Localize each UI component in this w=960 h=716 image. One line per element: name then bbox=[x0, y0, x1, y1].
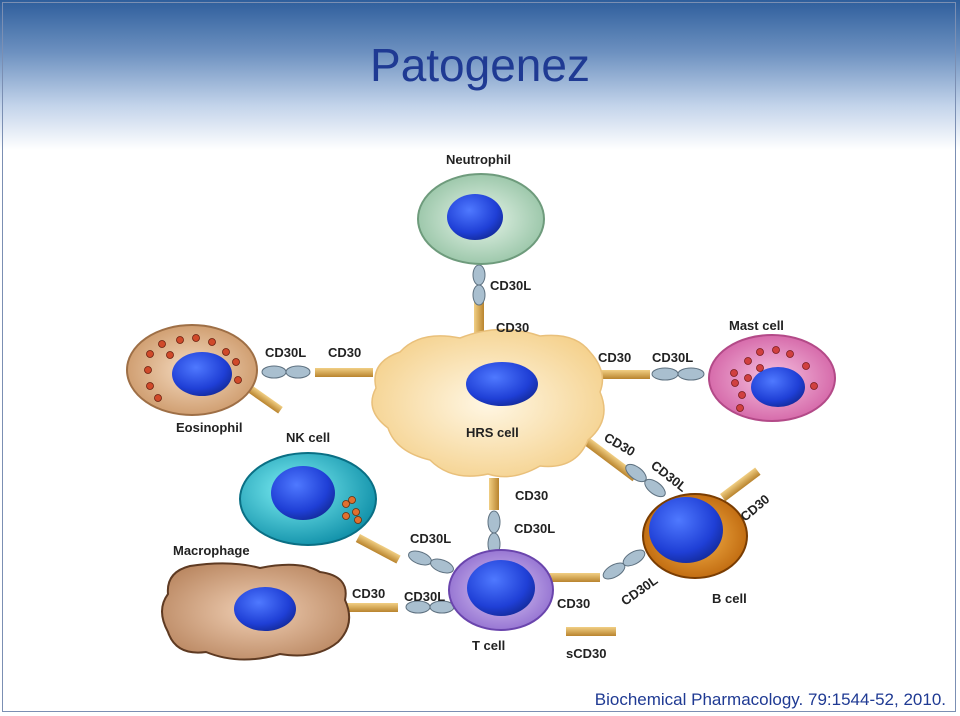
connector-macrophage-tcell bbox=[340, 600, 455, 614]
eosinophil-cell bbox=[126, 324, 258, 416]
label-scd30: sCD30 bbox=[566, 646, 606, 661]
eosinophil-nucleus bbox=[172, 352, 232, 396]
label-cd30-macrophage: CD30 bbox=[352, 586, 385, 601]
connector-tcell-bcell bbox=[548, 549, 646, 582]
b-cell bbox=[642, 493, 748, 579]
bcell-cd30-receptor bbox=[719, 467, 761, 502]
label-macrophage: Macrophage bbox=[173, 543, 250, 558]
mast-cell bbox=[708, 334, 836, 422]
label-t-cell: T cell bbox=[472, 638, 505, 653]
connector-hrs-tcell bbox=[487, 478, 501, 556]
t-cell bbox=[448, 549, 554, 631]
connector-eosinophil-hrs bbox=[245, 365, 373, 414]
scd30-fragment bbox=[566, 627, 616, 636]
label-cd30l-neutrophil: CD30L bbox=[490, 278, 531, 293]
mast-nucleus bbox=[751, 367, 805, 407]
label-cd30l-tcell-left: CD30L bbox=[410, 531, 451, 546]
neutrophil-nucleus bbox=[447, 194, 503, 240]
citation: Biochemical Pharmacology. 79:1544-52, 20… bbox=[594, 690, 946, 709]
label-eosinophil: Eosinophil bbox=[176, 420, 242, 435]
label-cd30-hrs-right: CD30 bbox=[598, 350, 631, 365]
label-cd30l-mast: CD30L bbox=[652, 350, 693, 365]
nk-nucleus bbox=[271, 466, 335, 520]
label-mast-cell: Mast cell bbox=[729, 318, 784, 333]
hrs-cell bbox=[371, 328, 605, 478]
label-cd30l-bcell-left: CD30L bbox=[618, 573, 660, 609]
label-hrs-cell: HRS cell bbox=[466, 425, 519, 440]
connector-nk-tcell bbox=[355, 534, 454, 574]
label-cd30-hrs-left: CD30 bbox=[328, 345, 361, 360]
connector-hrs-bcell bbox=[584, 437, 666, 498]
hrs-nucleus bbox=[466, 362, 538, 406]
connector-neutrophil-hrs bbox=[472, 264, 486, 342]
label-cd30-bcell: CD30 bbox=[737, 491, 772, 524]
macrophage-cell bbox=[161, 562, 351, 661]
label-neutrophil: Neutrophil bbox=[446, 152, 511, 167]
label-cd30-tcell-right: CD30 bbox=[557, 596, 590, 611]
neutrophil-cell bbox=[417, 173, 545, 265]
label-b-cell: B cell bbox=[712, 591, 747, 606]
slide-title: Patogenez bbox=[370, 39, 590, 91]
label-cd30-hrs-top: CD30 bbox=[496, 320, 529, 335]
title-banner bbox=[0, 0, 960, 150]
label-cd30-hrs-bottom: CD30 bbox=[515, 488, 548, 503]
label-cd30l-tcell-top: CD30L bbox=[514, 521, 555, 536]
nk-cell bbox=[239, 452, 377, 546]
macrophage-nucleus bbox=[234, 587, 296, 631]
bcell-nucleus bbox=[649, 497, 723, 563]
label-cd30l-tcell-mac: CD30L bbox=[404, 589, 445, 604]
label-cd30l-eosinophil: CD30L bbox=[265, 345, 306, 360]
label-nk-cell: NK cell bbox=[286, 430, 330, 445]
connector-hrs-mast bbox=[598, 367, 705, 381]
tcell-nucleus bbox=[467, 560, 535, 616]
